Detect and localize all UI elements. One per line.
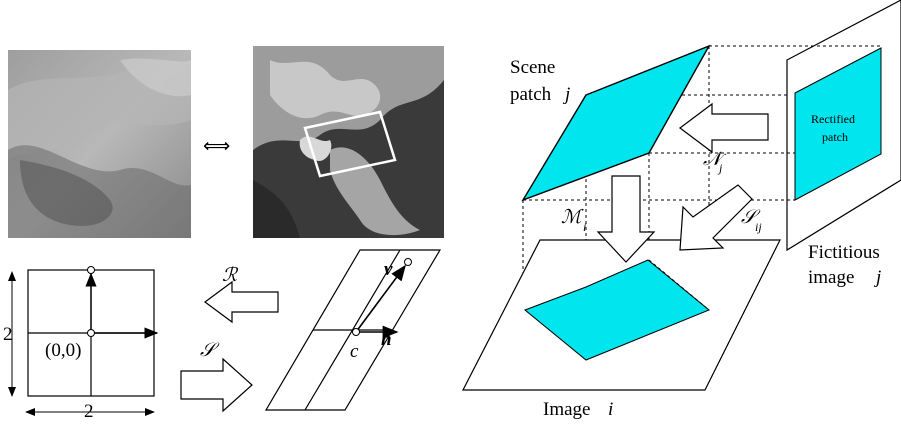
- image-label: Image: [543, 399, 590, 420]
- rectified-label-line2: patch: [822, 130, 848, 144]
- fictitious-label-line1: Fictitious: [808, 242, 880, 263]
- M-subscript: i: [583, 220, 586, 234]
- h-vector-label: h: [381, 329, 392, 350]
- projection-dashed-lines-lower: [648, 259, 710, 311]
- c-center-label: c: [350, 341, 359, 362]
- fictitious-label-line2: image: [808, 267, 854, 288]
- fictitious-label-j: j: [873, 267, 881, 288]
- sharp-patch-photo: [253, 46, 444, 238]
- rectified-label-line1: Rectified: [811, 112, 855, 126]
- arrow-S-right: [180, 357, 253, 413]
- scene-label-line1: Scene: [510, 57, 555, 78]
- arrow-M-down: [596, 175, 656, 263]
- dimension-label-horizontal: 2: [84, 401, 94, 422]
- v-vector-label: v: [384, 259, 393, 280]
- Sij-subscript: ij: [755, 220, 762, 234]
- S-label: 𝒮: [200, 340, 220, 361]
- arrow-Sij-diag: [679, 184, 753, 251]
- scene-label-j: j: [562, 84, 570, 105]
- N-subscript: j: [717, 161, 723, 175]
- roi-rectangle: [303, 110, 397, 178]
- arrow-R-left: [203, 280, 279, 324]
- R-label: ℛ: [222, 265, 239, 286]
- M-label: ℳ: [561, 207, 584, 228]
- scene-patch-j: [521, 44, 711, 202]
- blurry-patch-photo: [8, 50, 191, 238]
- unit-square-frame: [7, 266, 159, 416]
- arrow-N-left: [679, 102, 769, 154]
- origin-label: (0,0): [45, 340, 81, 361]
- transformed-parallelogram: [264, 249, 442, 411]
- N-label: 𝒩: [703, 149, 727, 170]
- dimension-label-vertical: 2: [3, 324, 13, 345]
- rectified-patch: [794, 47, 882, 201]
- scene-label-line2: patch: [510, 84, 552, 105]
- image-label-i: i: [608, 399, 613, 420]
- equivalence-symbol: ⟺: [203, 136, 230, 157]
